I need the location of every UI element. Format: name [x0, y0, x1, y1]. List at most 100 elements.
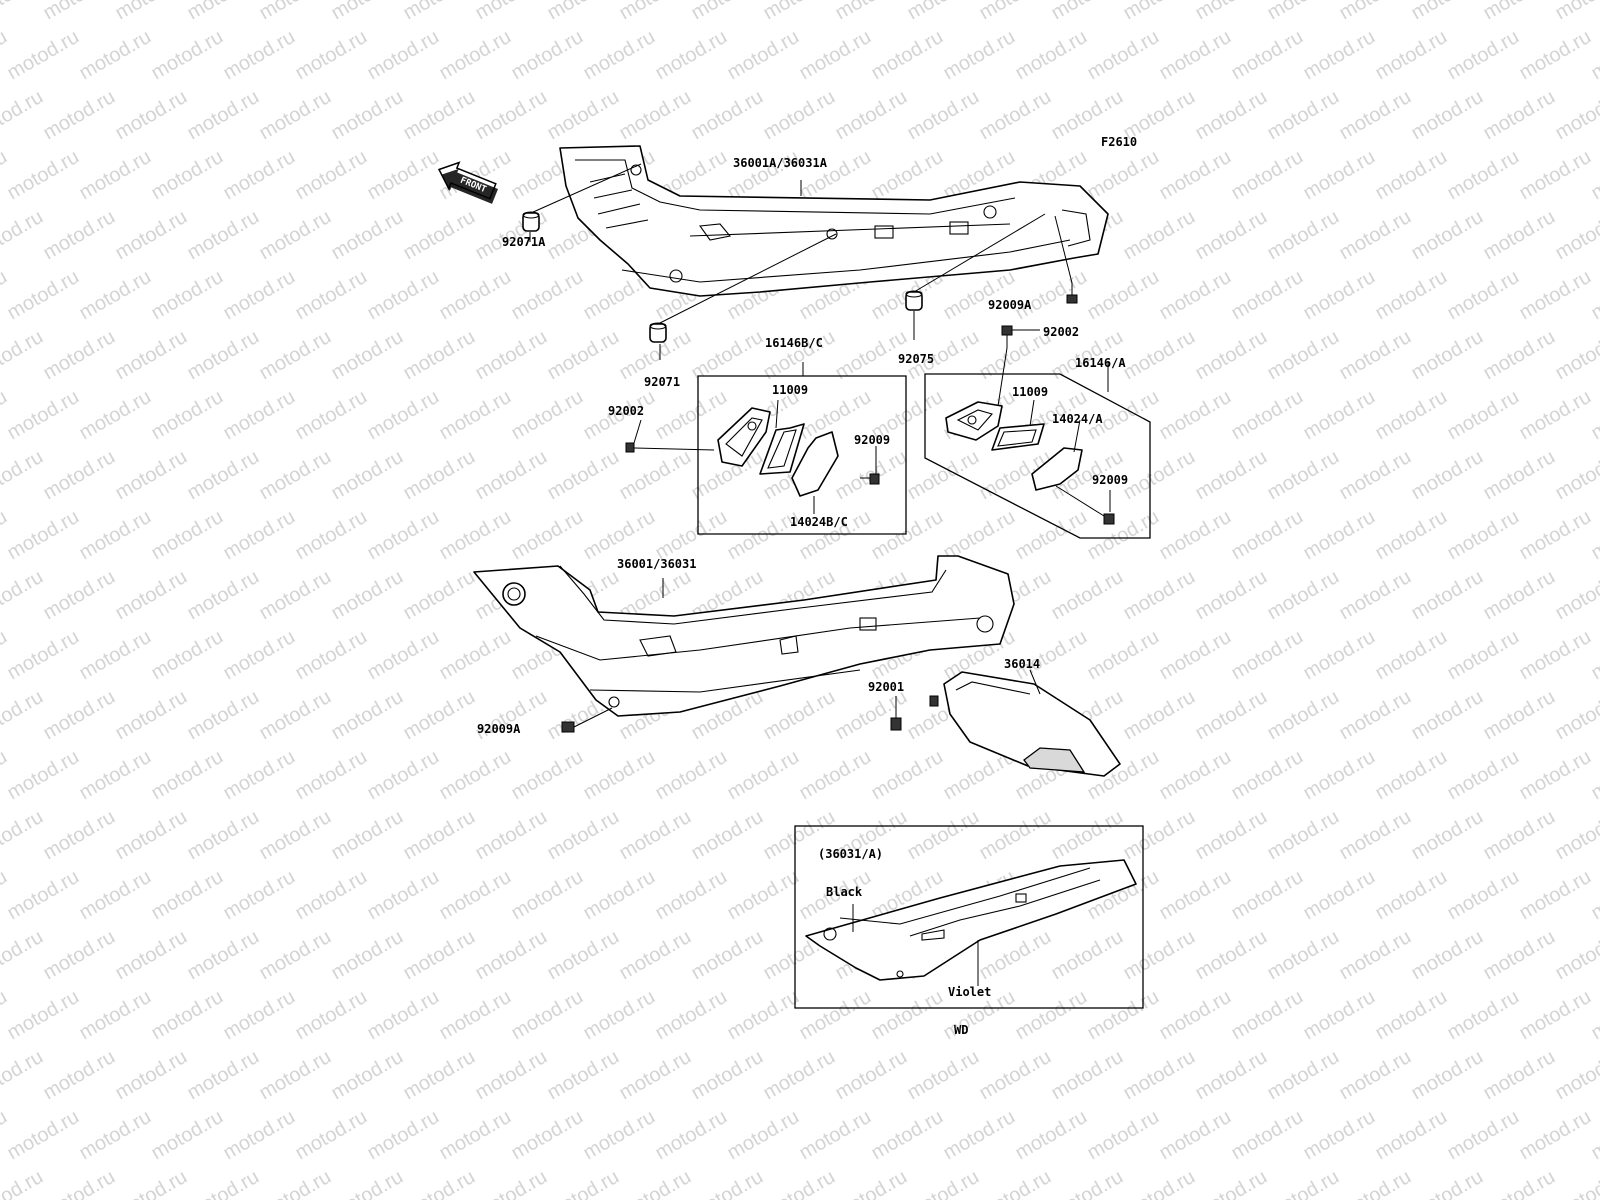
- watermark-text: motod.ru: [1336, 926, 1415, 985]
- watermark-text: motod.ru: [1588, 1106, 1600, 1165]
- watermark-text: motod.ru: [328, 1046, 407, 1105]
- watermark-text: motod.ru: [0, 0, 47, 24]
- watermark-text: motod.ru: [1192, 206, 1271, 265]
- watermark-text: motod.ru: [1156, 1106, 1235, 1165]
- watermark-text: motod.ru: [976, 806, 1055, 865]
- watermark-text: motod.ru: [112, 686, 191, 745]
- watermark-text: motod.ru: [1300, 626, 1379, 685]
- watermark-text: motod.ru: [868, 986, 947, 1045]
- watermark-text: motod.ru: [1228, 626, 1307, 685]
- watermark-text: motod.ru: [364, 746, 443, 805]
- label-92071a: 92071A: [502, 235, 546, 249]
- watermark-text: motod.ru: [1192, 686, 1271, 745]
- watermark-text: motod.ru: [1300, 146, 1379, 205]
- watermark-text: motod.ru: [1408, 806, 1487, 865]
- watermark-text: motod.ru: [1156, 986, 1235, 1045]
- watermark-text: motod.ru: [1372, 1106, 1451, 1165]
- watermark-text: motod.ru: [364, 146, 443, 205]
- watermark-text: motod.ru: [1444, 506, 1523, 565]
- watermark-text: motod.ru: [328, 86, 407, 145]
- watermark-text: motod.ru: [1372, 266, 1451, 325]
- watermark-text: motod.ru: [40, 1166, 119, 1200]
- watermark-text: motod.ru: [76, 746, 155, 805]
- watermark-text: motod.ru: [220, 26, 299, 85]
- watermark-text: motod.ru: [1372, 506, 1451, 565]
- watermark-text: motod.ru: [400, 0, 479, 24]
- figure-code: F2610: [1101, 135, 1137, 149]
- watermark-text: motod.ru: [1084, 266, 1163, 325]
- turn-signal-housing-left: [717, 407, 771, 467]
- watermark-text: motod.ru: [1444, 146, 1523, 205]
- watermark-text: motod.ru: [0, 926, 47, 985]
- watermark-text: motod.ru: [148, 266, 227, 325]
- watermark-text: motod.ru: [1300, 866, 1379, 925]
- watermark-text: motod.ru: [40, 326, 119, 385]
- watermark-text: motod.ru: [1408, 0, 1487, 24]
- watermark-text: motod.ru: [1300, 26, 1379, 85]
- watermark-text: motod.ru: [1408, 206, 1487, 265]
- watermark-text: motod.ru: [40, 446, 119, 505]
- watermark-text: motod.ru: [1552, 86, 1600, 145]
- watermark-text: motod.ru: [580, 26, 659, 85]
- watermark-text: motod.ru: [184, 1046, 263, 1105]
- watermark-text: motod.ru: [364, 386, 443, 445]
- grommet-92071a: [522, 211, 540, 232]
- watermark-text: motod.ru: [1120, 326, 1199, 385]
- watermark-text: motod.ru: [1228, 506, 1307, 565]
- lens-14024a: [1031, 447, 1083, 491]
- watermark-text: motod.ru: [76, 1106, 155, 1165]
- watermark-text: motod.ru: [1516, 26, 1595, 85]
- watermark-text: motod.ru: [4, 866, 83, 925]
- watermark-text: motod.ru: [436, 626, 515, 685]
- inset-color-black: Black: [826, 885, 863, 899]
- watermark-text: motod.ru: [544, 0, 623, 24]
- grommet-92071: [649, 322, 667, 343]
- watermark-text: motod.ru: [1120, 926, 1199, 985]
- watermark-text: motod.ru: [148, 26, 227, 85]
- watermark-text: motod.ru: [544, 1046, 623, 1105]
- watermark-text: motod.ru: [724, 986, 803, 1045]
- watermark-text: motod.ru: [508, 386, 587, 445]
- watermark-text: motod.ru: [688, 0, 767, 24]
- watermark-text: motod.ru: [616, 926, 695, 985]
- watermark-text: motod.ru: [472, 446, 551, 505]
- watermark-text: motod.ru: [0, 686, 47, 745]
- watermark-text: motod.ru: [1588, 746, 1600, 805]
- watermark-text: motod.ru: [796, 146, 875, 205]
- turn-signal-housing-right: [945, 401, 1003, 441]
- watermark-text: motod.ru: [1408, 926, 1487, 985]
- watermark-text: motod.ru: [940, 26, 1019, 85]
- watermark-text: motod.ru: [1552, 326, 1600, 385]
- watermark-text: motod.ru: [4, 26, 83, 85]
- screw-92009-right: [1055, 485, 1115, 525]
- watermark-text: motod.ru: [112, 1046, 191, 1105]
- watermark-text: motod.ru: [364, 1106, 443, 1165]
- watermark-text: motod.ru: [256, 0, 335, 24]
- watermark-text: motod.ru: [1192, 1046, 1271, 1105]
- watermark-text: motod.ru: [1192, 446, 1271, 505]
- watermark-text: motod.ru: [832, 0, 911, 24]
- gasket-11009-left: [759, 423, 805, 475]
- watermark-text: motod.ru: [1048, 1046, 1127, 1105]
- watermark-text: motod.ru: [292, 746, 371, 805]
- gasket-11009-right: [991, 423, 1045, 451]
- watermark-text: motod.ru: [148, 146, 227, 205]
- watermark-text: motod.ru: [184, 806, 263, 865]
- watermark-text: motod.ru: [148, 626, 227, 685]
- watermark-text: motod.ru: [1156, 266, 1235, 325]
- watermark-text: motod.ru: [256, 1166, 335, 1200]
- watermark-text: motod.ru: [40, 1046, 119, 1105]
- watermark-text: motod.ru: [688, 1166, 767, 1200]
- watermark-text: motod.ru: [976, 1046, 1055, 1105]
- watermark-text: motod.ru: [292, 386, 371, 445]
- watermark-text: motod.ru: [4, 626, 83, 685]
- watermark-text: motod.ru: [40, 686, 119, 745]
- watermark-text: motod.ru: [652, 986, 731, 1045]
- watermark-text: motod.ru: [1264, 806, 1343, 865]
- watermark-text: motod.ru: [724, 866, 803, 925]
- watermark-text: motod.ru: [1588, 386, 1600, 445]
- watermark-text: motod.ru: [1336, 806, 1415, 865]
- watermark-text: motod.ru: [1048, 0, 1127, 24]
- watermark-text: motod.ru: [832, 1166, 911, 1200]
- watermark-text: motod.ru: [1264, 206, 1343, 265]
